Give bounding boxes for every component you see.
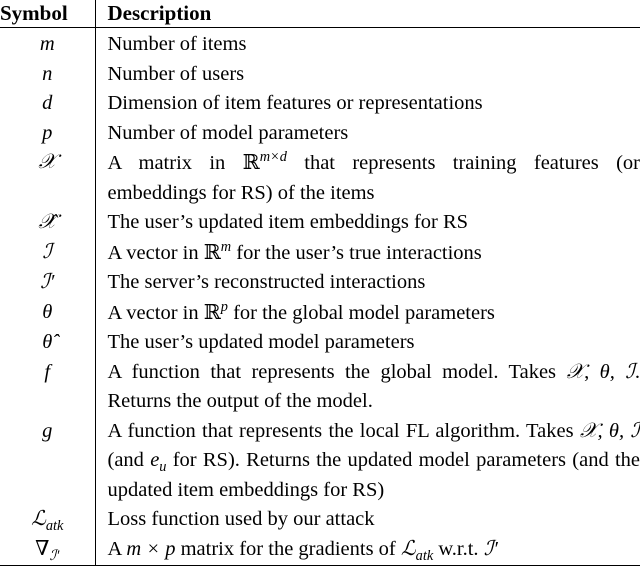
table-row: p Number of model parameters [0, 118, 640, 148]
symbol-cell: ℐ′ [0, 268, 96, 298]
table-row: ∇ℐ′ A m × p matrix for the gradients of … [0, 534, 640, 566]
table-row: n Number of users [0, 59, 640, 89]
description-cell: A function that represents the local FL … [107, 419, 640, 501]
description-cell: Number of items [107, 33, 247, 55]
column-header-description: Description [95, 0, 640, 28]
table-row: ℐ A vector in ℝm for the user’s true int… [0, 237, 640, 268]
symbol-cell: 𝒳̂ [0, 208, 96, 238]
table-row: m Number of items [0, 27, 640, 60]
description-cell: A function that represents the global mo… [107, 360, 640, 413]
table-row: ℒatk Loss function used by our attack [0, 505, 640, 535]
description-cell: The user’s updated item embeddings for R… [107, 211, 469, 233]
symbol-cell: θ̂ [0, 328, 96, 358]
description-cell: Number of users [107, 62, 245, 85]
symbol-cell: f [0, 357, 96, 417]
symbol-cell: d [0, 89, 96, 119]
symbol-cell: p [0, 118, 96, 148]
description-cell: The server’s reconstructed interactions [107, 271, 426, 293]
description-cell: A vector in ℝp for the global model para… [107, 298, 495, 324]
description-cell: The user’s updated model parameters [107, 331, 415, 353]
table-row: d Dimension of item features or represen… [0, 89, 640, 119]
symbol-cell: n [0, 59, 96, 89]
description-cell: A m × p matrix for the gradients of ℒatk… [95, 534, 640, 566]
symbol-cell: 𝒳 [0, 148, 96, 208]
symbol-cell: m [0, 27, 96, 60]
description-cell: Loss function used by our attack [107, 508, 375, 530]
symbol-cell: θ [0, 297, 96, 328]
description-cell: Dimension of item features or representa… [107, 92, 483, 114]
description-cell: A vector in ℝm for the user’s true inter… [107, 238, 482, 264]
table-row: ℐ′ The server’s reconstructed interactio… [0, 268, 640, 298]
symbol-cell: ∇ℐ′ [0, 534, 96, 566]
table-row: f A function that represents the global … [0, 357, 640, 417]
table-row: 𝒳̂ The user’s updated item embeddings fo… [0, 208, 640, 238]
description-cell: A matrix in ℝm×d that represents trainin… [107, 149, 640, 204]
symbol-cell: ℐ [0, 237, 96, 268]
symbol-cell: ℒatk [0, 505, 96, 535]
table-row: g A function that represents the local F… [0, 416, 640, 505]
table-header-row: Symbol Description [0, 0, 640, 28]
table-row: θ A vector in ℝp for the global model pa… [0, 297, 640, 328]
description-cell: Number of model parameters [107, 121, 349, 144]
symbol-cell: g [0, 416, 96, 505]
column-header-symbol: Symbol [0, 0, 96, 28]
table-row: θ̂ The user’s updated model parameters [0, 328, 640, 358]
table-row: 𝒳 A matrix in ℝm×d that represents train… [0, 148, 640, 208]
